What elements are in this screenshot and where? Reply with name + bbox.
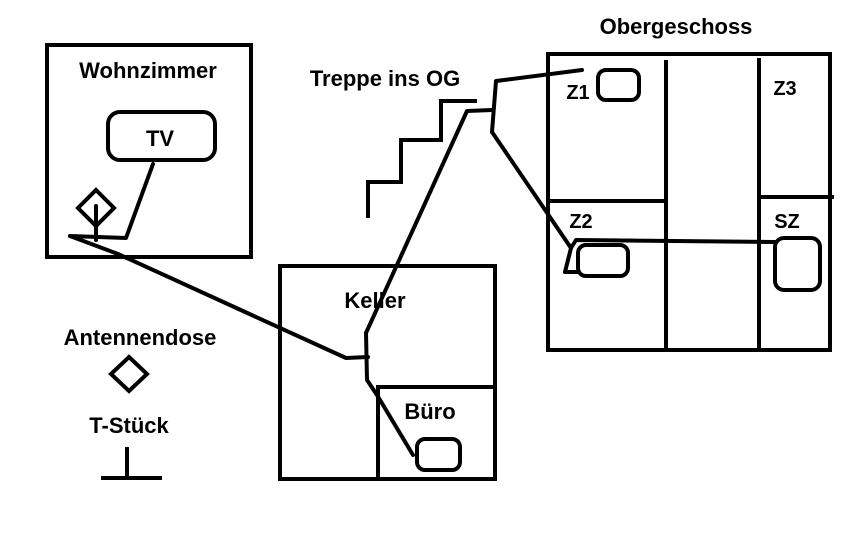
stairs-label: Treppe ins OG — [310, 66, 460, 91]
z2-label: Z2 — [569, 211, 592, 233]
legend-t-stueck-label: T-Stück — [89, 413, 169, 438]
cable-keller-og — [364, 108, 494, 335]
buero-walls — [376, 385, 495, 479]
buero-label: Büro — [404, 399, 455, 424]
sz-label: SZ — [774, 211, 800, 233]
room-wohnzimmer: Wohnzimmer TV — [45, 43, 253, 259]
cable-z2-to-sz — [569, 238, 777, 250]
stairs: Treppe ins OG — [310, 66, 477, 218]
sz-tv-device — [773, 236, 822, 292]
tv-label: TV — [146, 126, 174, 151]
cable-tv-wohnzimmer — [68, 162, 155, 240]
room-keller: Keller Büro — [278, 264, 497, 481]
cable-to-z1 — [490, 68, 584, 134]
wohnzimmer-label: Wohnzimmer — [79, 58, 217, 83]
z2-tv-device — [576, 243, 630, 278]
cable-wohnzimmer-keller — [68, 234, 370, 360]
floor-obergeschoss: Obergeschoss Z1 Z3 Z2 SZ — [546, 14, 834, 352]
legend: Antennendose T-Stück — [64, 325, 217, 480]
z1-label: Z1 — [566, 82, 589, 104]
tv-device — [106, 110, 217, 162]
wohnzimmer-walls — [45, 43, 253, 259]
keller-walls — [278, 264, 497, 481]
stairs-icon — [366, 99, 477, 218]
buero-tv-device — [415, 437, 462, 472]
cables — [68, 68, 777, 457]
legend-antennendose-label: Antennendose — [64, 325, 217, 350]
legend-antennendose-icon — [108, 354, 150, 394]
obergeschoss-label: Obergeschoss — [600, 14, 753, 39]
cable-to-z2 — [490, 130, 580, 274]
z3-label: Z3 — [773, 78, 796, 100]
z1-tv-device — [596, 68, 641, 102]
cable-keller-buero — [364, 331, 415, 457]
